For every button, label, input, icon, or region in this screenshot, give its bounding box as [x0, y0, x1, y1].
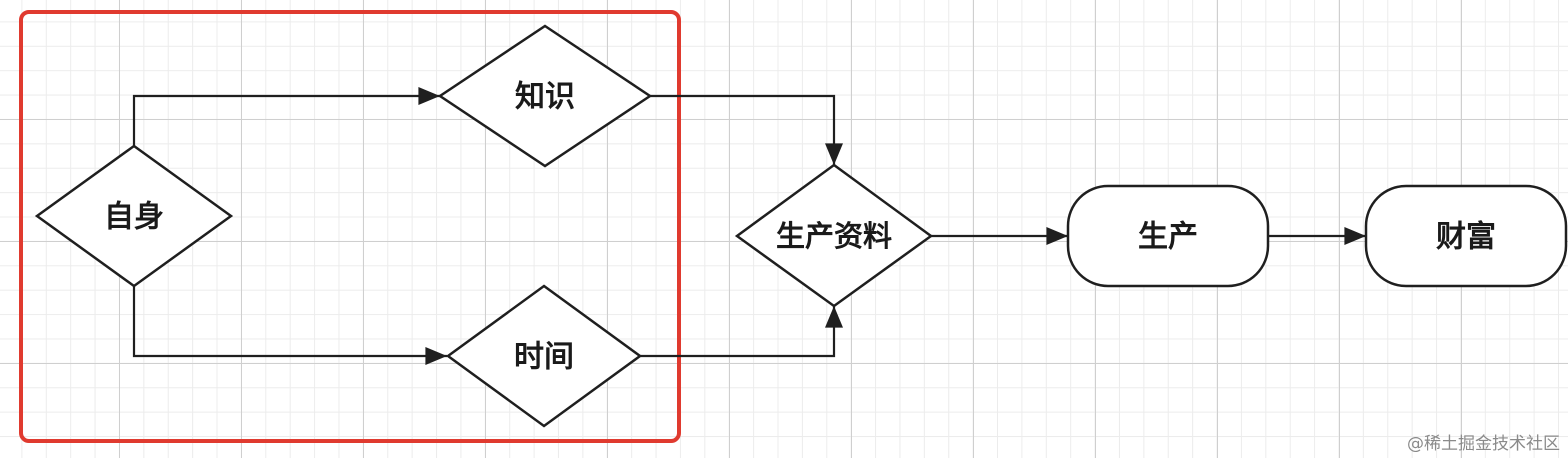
highlight-frame — [19, 10, 681, 443]
edge-time-to-means — [640, 306, 843, 358]
edge-self-to-knowledge — [132, 87, 440, 146]
node-self-label: 自身 — [104, 200, 164, 235]
node-knowledge: 知识 — [437, 24, 653, 168]
edge-self-to-time — [132, 286, 447, 365]
watermark-text: @稀土掘金技术社区 — [1407, 434, 1560, 454]
node-self: 自身 — [34, 144, 234, 288]
node-time: 时间 — [445, 284, 643, 428]
node-production: 生产 — [1066, 184, 1270, 288]
node-wealth-label: 财富 — [1436, 220, 1496, 255]
node-means-of-production: 生产资料 — [734, 163, 934, 308]
edge-knowledge-to-means — [650, 94, 843, 165]
node-means-of-production-label: 生产资料 — [776, 219, 892, 253]
node-production-label: 生产 — [1138, 220, 1198, 255]
node-time-label: 时间 — [514, 340, 574, 375]
node-wealth: 财富 — [1364, 184, 1568, 288]
node-knowledge-label: 知识 — [515, 80, 575, 115]
